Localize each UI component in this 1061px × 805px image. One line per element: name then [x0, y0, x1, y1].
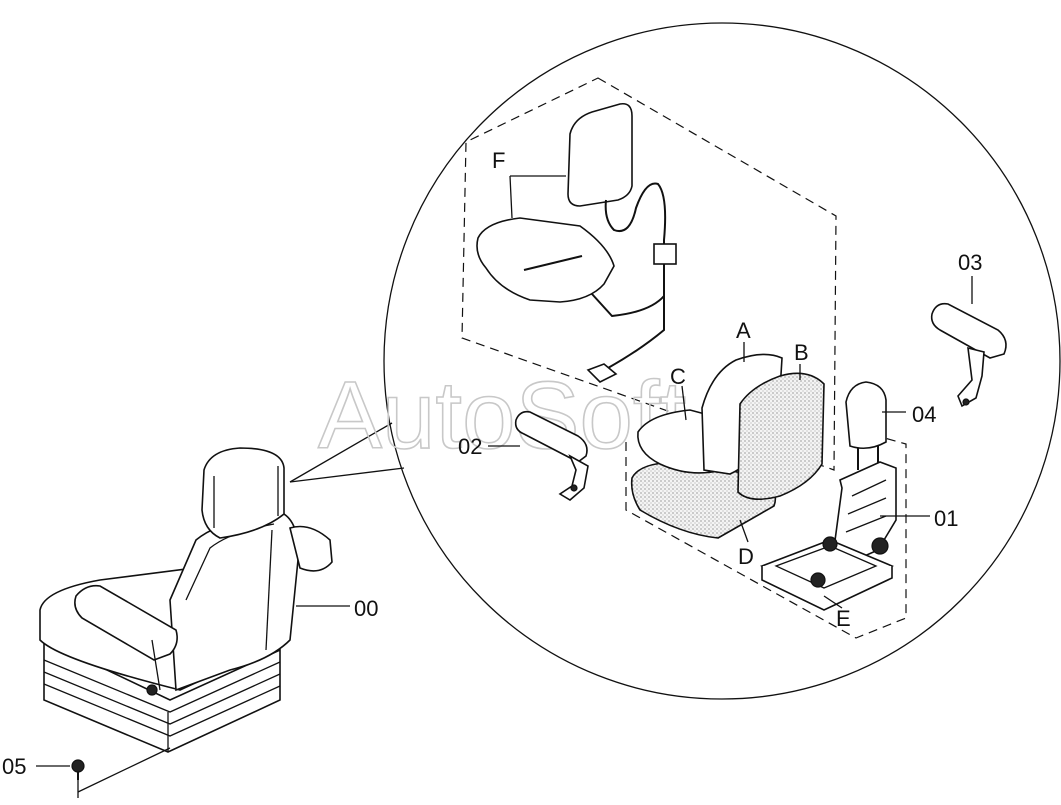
- callout-00: 00: [354, 596, 378, 621]
- callout-05: 05: [2, 754, 26, 779]
- armrest-left-02: [514, 410, 589, 501]
- callout-01: 01: [934, 506, 958, 531]
- seat-frame-e: [759, 461, 897, 611]
- label-c: C: [670, 364, 686, 389]
- group-f-dashed-boundary: [461, 77, 837, 471]
- label-a: A: [736, 318, 751, 343]
- leader-e: [823, 595, 843, 609]
- leader-f: [509, 175, 566, 219]
- leader-c: [681, 385, 687, 421]
- seat-heater-f: [476, 102, 677, 383]
- operator-seat-assembly: [39, 447, 333, 753]
- detail-circle: [383, 22, 1061, 700]
- leader-d: [739, 519, 749, 543]
- callout-03: 03: [958, 250, 982, 275]
- seat-cover-c: [637, 409, 723, 474]
- headrest-04: [845, 381, 887, 470]
- callout-04: 04: [912, 402, 936, 427]
- callout-02: 02: [458, 434, 482, 459]
- label-f: F: [492, 148, 505, 173]
- watermark-text: AutoSoft: [318, 362, 686, 469]
- label-d: D: [738, 544, 754, 569]
- label-b: B: [794, 340, 809, 365]
- bolt-05: [71, 747, 171, 798]
- backrest-cushion-b: [737, 372, 825, 500]
- circle-leader-lower: [289, 467, 405, 483]
- armrest-right-03: [930, 302, 1007, 408]
- label-e: E: [836, 606, 851, 631]
- circle-leader-upper: [289, 422, 393, 483]
